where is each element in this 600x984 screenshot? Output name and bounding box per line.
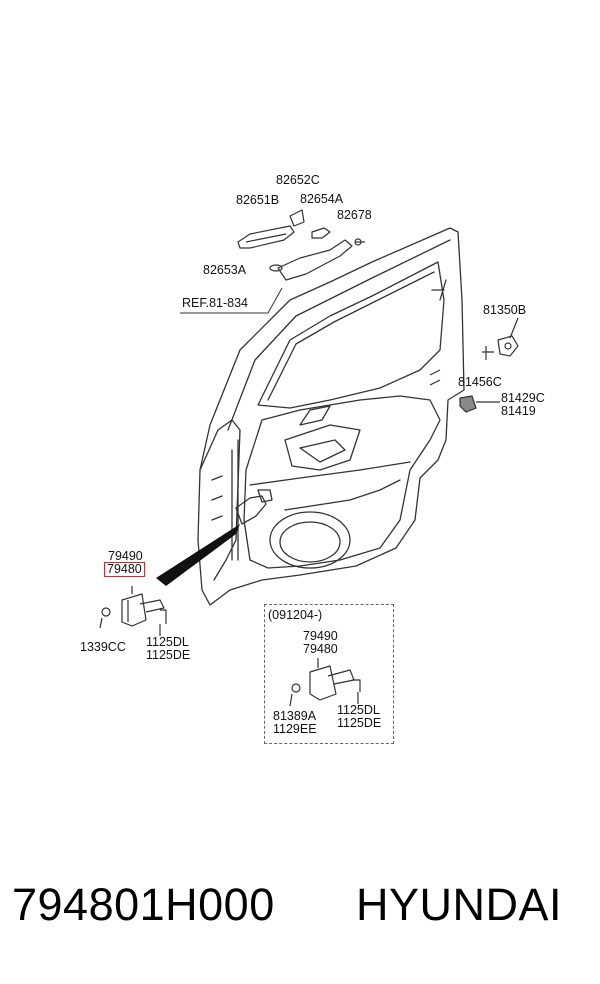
label-81456c: 81456C [458,375,502,389]
parts-diagram: 82652C 82651B 82654A 82678 82653A REF.81… [80,173,545,744]
box-label-1129ee: 1129EE [273,722,317,736]
box-label-1125de: 1125DE [337,716,382,730]
door-check-bracket [235,495,267,525]
door-outer-panel [197,227,465,606]
door-exploded-view [99,209,519,707]
handle-pad [311,227,331,239]
check-strap-arrow [156,524,240,586]
handle-bracket [277,239,353,281]
bolt-1339cc [101,607,111,617]
part-number: 794801H000 [12,879,275,930]
latch-81429c [459,395,477,413]
box-label-1125dl: 1125DL [337,703,380,717]
label-1339cc: 1339CC [80,640,126,654]
label-81419: 81419 [501,404,536,418]
label-79480-highlighted: 79480 [104,562,145,577]
label-1125de: 1125DE [146,648,191,662]
label-ref: REF.81-834 [182,296,249,310]
box-label-81389a: 81389A [273,709,317,723]
label-81429c: 81429C [501,391,545,405]
armrest [284,424,361,471]
door-checker-79480 [121,593,147,627]
brand-name: HYUNDAI [356,879,563,930]
speaker-grille [269,511,351,569]
label-82678: 82678 [337,208,372,222]
hinge-pillar [199,419,241,581]
door-checker-box [309,665,337,701]
label-82651b: 82651B [236,193,280,207]
outside-handle [237,225,295,249]
striker-81350b [497,335,519,357]
window-frame [257,261,445,409]
box-label-79490: 79490 [303,629,338,643]
door-trim-panel [243,395,441,569]
box-label-79480: 79480 [303,642,338,656]
screw-81456c [482,346,494,360]
handle-cover [289,209,305,227]
label-1125dl: 1125DL [146,635,189,649]
label-81350b: 81350B [483,303,527,317]
label-82652c: 82652C [276,173,320,187]
label-79490: 79490 [108,549,143,563]
revision-box [264,604,394,744]
label-82653a: 82653A [203,263,247,277]
box-label-date: (091204-) [268,608,323,622]
footer: 794801H000 HYUNDAI [0,880,600,940]
label-82654a: 82654A [300,192,344,206]
